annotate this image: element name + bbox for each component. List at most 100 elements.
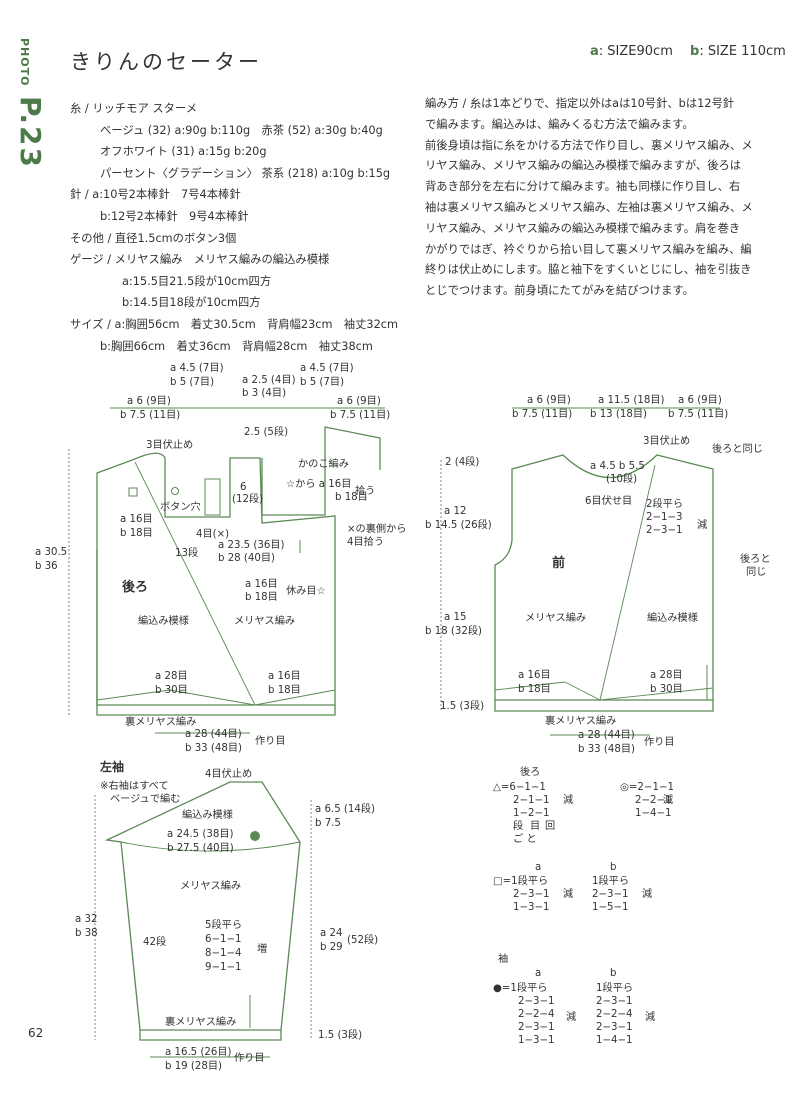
label: 1−4−1 [635,808,672,819]
label: b 18目 [245,592,278,603]
label: 2−3−1 [596,996,633,1007]
instruction-line: リヤス編み、メリヤス編みの編込み模様で編みます。肩を巻き [425,221,741,235]
label: 1−3−1 [518,1035,555,1046]
instructions: 編み方 / 糸は1本どりで、指定以外はaは10号針、bは12号針 で編みます。編… [425,94,780,302]
label: 裏メリヤス編み [125,715,196,728]
label: a 11.5 (18目) [598,395,665,406]
label: b 18目 [120,528,153,539]
label: 1.5 (3段) [318,1028,362,1041]
front-rib [494,700,714,712]
instruction-line: 終りは伏止めにします。脇と袖下をすくいとじにし、袖を引抜き [425,263,752,277]
label: a 28目 [650,670,683,681]
label: 編込み模様 [182,808,233,821]
other-items: その他 / 直径1.5cmのボタン3個 [70,231,237,245]
label: 作り目 [234,1052,265,1064]
label: □=1段平ら [493,874,548,887]
decrease-tables: 後ろ △=6−1−1 2−1−1 1−2−1 減 段 目 回 ご と ◎=2−1… [493,765,674,1046]
label: b 19 (28目) [165,1061,222,1072]
label: ※右袖はすべて [100,779,169,792]
back-rib [96,705,336,716]
label: b 18 (32段) [425,624,482,637]
label: 9−1−1 [205,962,242,973]
label: b 29 [320,942,343,953]
label: メリヤス編み [234,614,295,627]
label: 裏メリヤス編み [165,1015,236,1028]
yarn-line: ベージュ (32) a:90g b:110g 赤茶 (52) a:30g b:4… [100,123,383,137]
page-title: きりんのセーター [70,50,262,74]
label: a 6.5 (14段) [315,802,375,815]
label: 裏メリヤス編み [545,714,616,727]
label: 袖 [498,952,508,965]
label: 目 [530,821,540,832]
sleeve-labels: 左袖 ※右袖はすべて ベージュで編む 4目伏止め 編込み模様 a 24.5 (3… [75,759,378,1072]
label: a 15 [444,612,466,623]
gauge-b: b:14.5目18段が10cm四方 [122,296,261,310]
instruction-line: 背あき部分を左右に分けて編みます。袖も同様に作り目し、右 [425,180,741,194]
size-b-label: b [690,44,700,59]
label: a 24 [320,928,342,939]
label: b 38 [75,928,98,939]
front-outline [494,454,714,701]
pattern-diagonal [134,461,256,706]
label: 2−1−1 [513,795,550,806]
back-outline [96,452,336,706]
instruction-line: かがりではぎ、衿ぐりから拾い目して裏メリヤス編みを編み、編 [425,242,752,256]
label: 減 [663,793,673,806]
label: a 12 [444,506,466,517]
label: ×の裏側から [347,522,406,535]
label: 1−2−1 [513,808,550,819]
label: b 18目 [335,492,368,503]
label: 2−2−4 [518,1009,555,1020]
label: a 6 (9目) [337,396,381,407]
label: b 28 (40目) [218,553,275,564]
back-labels: a 4.5 (7目) b 5 (7目) a 2.5 (4目) b 3 (4目) … [35,363,406,754]
label: 1段平ら [592,874,629,887]
label: 4目拾う [347,535,384,548]
label: a 24.5 (38目) [167,829,234,840]
label: b 14.5 (26段) [425,518,492,531]
gauge-a: a:15.5目21.5段が10cm四方 [122,274,272,288]
label: b 30目 [155,685,188,696]
label: 減 [563,793,573,806]
label: 2−2−1 [635,795,672,806]
label: 4目(×) [196,529,229,540]
label: (52段) [347,933,378,946]
page-ref: P.23 [14,96,47,169]
label: a [535,862,541,873]
label: b 3 (4目) [242,388,286,399]
label: 13段 [175,546,198,559]
label: a 6 (9目) [127,396,171,407]
instruction-line: で編みます。編込みは、編みくるむ方法で編みます。 [425,117,694,131]
label: 編込み模様 [647,611,698,624]
label: a 28 (44目) [185,729,242,740]
label: 減 [645,1010,655,1023]
label: 5段平ら [205,918,242,931]
label: 後ろと同じ [712,442,763,455]
label: a 16.5 (26目) [165,1047,232,1058]
label: 後ろ [520,765,540,778]
instruction-line: 前後身頃は指に糸をかける方法で作り目し、裏メリヤス編み、メ [425,138,753,152]
label: b 36 [35,561,58,572]
label: b 33 (48目) [578,744,635,755]
label: メリヤス編み [525,611,586,624]
gauge-label: ゲージ / メリヤス編み メリヤス編みの編込み模様 [70,253,330,267]
label: a [535,968,541,979]
label: a 32 [75,914,97,925]
label: 2.5 (5段) [244,425,288,438]
label: 作り目 [255,735,286,747]
label: 1−4−1 [596,1035,633,1046]
label: 作り目 [644,736,675,748]
label: 1−3−1 [513,902,550,913]
label: b 7.5 [315,818,341,829]
label: (12段) [232,492,263,505]
label: a 28 (44目) [578,730,635,741]
label: メリヤス編み [180,879,241,892]
label: 2−3−1 [513,889,550,900]
back-diagram [68,407,385,734]
label: 減 [642,887,652,900]
label: 拾う [355,484,375,497]
label: 減 [563,887,573,900]
yarn-label: 糸 / リッチモア スターメ [70,102,198,115]
label: a 30.5 [35,547,67,558]
materials-list: 糸 / リッチモア スターメ ベージュ (32) a:90g b:110g 赤茶… [70,98,410,357]
